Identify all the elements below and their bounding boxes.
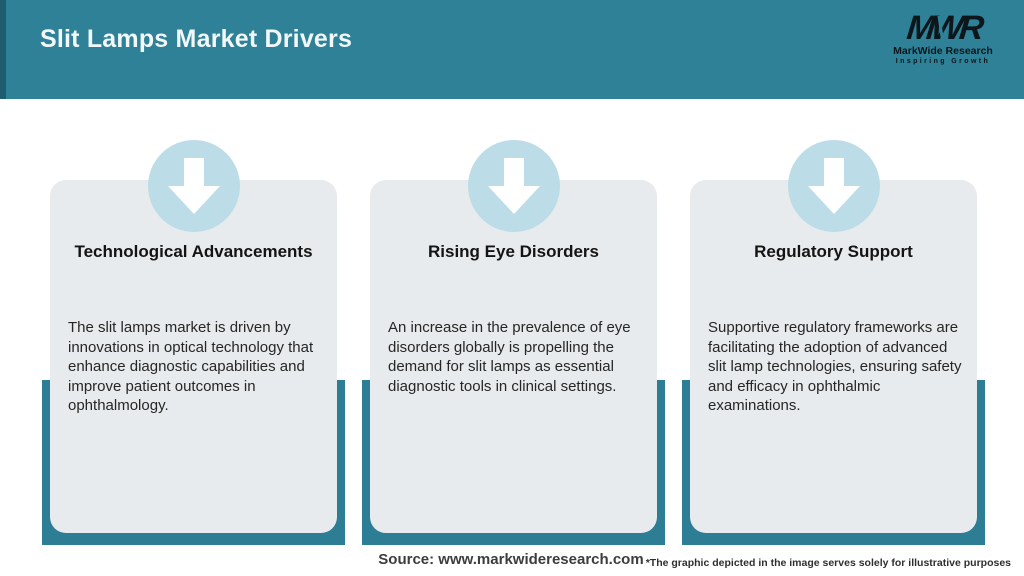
card-panel	[690, 180, 977, 533]
logo-name: MarkWide Research	[893, 45, 993, 57]
arrow-down-icon	[467, 140, 560, 232]
header-left-accent	[0, 0, 6, 99]
logo-mwr-mark: MWR	[904, 9, 982, 47]
card-title: Rising Eye Disorders	[427, 242, 599, 261]
driver-card-technological-advancements: Technological Advancements The slit lamp…	[42, 140, 345, 545]
driver-card-rising-eye-disorders: Rising Eye Disorders An increase in the …	[362, 140, 665, 545]
source-attribution: Source: www.markwideresearch.com	[378, 551, 644, 568]
card-title: Technological Advancements	[74, 242, 313, 261]
arrow-down-icon	[787, 140, 880, 232]
disclaimer-note: *The graphic depicted in the image serve…	[645, 557, 1011, 569]
header-bar: Slit Lamps Market Drivers MWR MarkWide R…	[0, 0, 1024, 99]
card-body-text: The slit lamps market is driven by innov…	[68, 319, 314, 414]
card-panel	[50, 180, 337, 533]
logo-tagline: Inspiring Growth	[895, 58, 991, 65]
card-body-text: An increase in the prevalence of eye dis…	[388, 319, 631, 395]
driver-cards: Technological Advancements The slit lamp…	[42, 140, 985, 545]
card-title: Regulatory Support	[754, 242, 913, 261]
card-body-text: Supportive regulatory frameworks are fac…	[708, 319, 962, 414]
card-panel	[370, 180, 657, 533]
markwide-research-logo: MWR MarkWide Research Inspiring Growth	[888, 9, 998, 65]
page-title: Slit Lamps Market Drivers	[40, 25, 353, 53]
driver-card-regulatory-support: Regulatory Support Supportive regulatory…	[682, 140, 985, 545]
arrow-down-icon	[147, 140, 240, 232]
